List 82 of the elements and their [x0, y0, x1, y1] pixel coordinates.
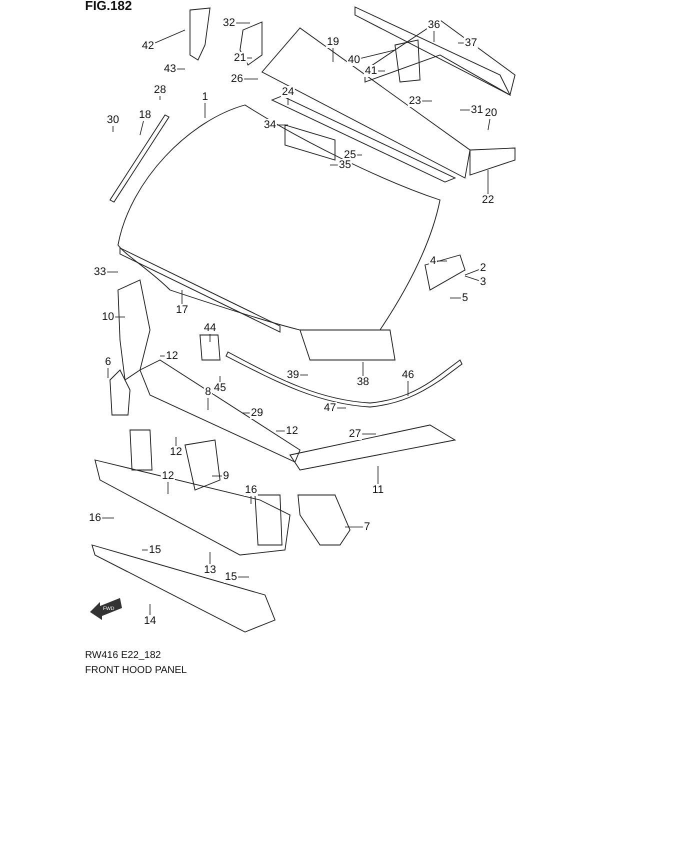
callout-number: 23: [408, 95, 422, 107]
leader-line: [276, 430, 286, 432]
leader-line: [356, 154, 362, 156]
callout-number: 1: [200, 91, 210, 103]
leader-line: [458, 42, 464, 44]
callout-number: 14: [142, 615, 158, 627]
leader-line: [244, 78, 258, 80]
callout-number: 22: [480, 194, 496, 206]
callout-number: 36: [426, 19, 442, 31]
callout-number: 13: [202, 564, 218, 576]
callout-number: 6: [104, 356, 112, 368]
leader-line: [112, 126, 114, 132]
callout-number: 33: [92, 266, 108, 278]
callout-number: 28: [152, 84, 168, 96]
leader-line: [242, 412, 250, 414]
callout-number: 15: [148, 544, 162, 556]
callout-number: 21: [232, 52, 248, 64]
leader-line: [276, 124, 288, 126]
leader-line: [344, 526, 364, 528]
leader-line: [250, 496, 252, 504]
leader-line: [114, 316, 126, 318]
leader-line: [378, 70, 386, 72]
callout-number: 16: [88, 512, 102, 524]
callout-number: 31: [470, 104, 484, 116]
callout-number: 7: [362, 521, 372, 533]
leader-line: [330, 164, 338, 166]
leader-line: [422, 100, 432, 102]
callout-number: 19: [326, 36, 340, 48]
leader-line: [154, 30, 186, 44]
callout-number: 34: [262, 119, 278, 131]
leader-line: [464, 269, 480, 276]
callout-number: 12: [168, 446, 184, 458]
leader-line: [360, 50, 396, 59]
callout-number: 38: [356, 376, 370, 388]
callout-number: 26: [230, 73, 244, 85]
callout-number: 2: [478, 262, 488, 274]
leader-line: [300, 374, 308, 376]
leader-line: [488, 118, 490, 130]
callout-number: 30: [106, 114, 120, 126]
callout-number: 46: [400, 369, 416, 381]
callout-number: 24: [280, 86, 296, 98]
callout-number: 39: [286, 369, 300, 381]
leader-line: [436, 260, 448, 262]
callout-number: 47: [322, 402, 338, 414]
callout-number: 17: [174, 304, 190, 316]
callout-number: 9: [222, 470, 230, 482]
leader-line: [362, 362, 364, 376]
callout-number: 35: [338, 159, 352, 171]
callout-number: 27: [348, 428, 362, 440]
leader-line: [176, 68, 186, 70]
callout-number: 20: [484, 107, 498, 119]
callout-number: 12: [284, 425, 300, 437]
callout-number: 10: [100, 311, 116, 323]
leader-line: [464, 276, 480, 282]
callout-number: 3: [478, 276, 488, 288]
callout-number: 16: [244, 484, 258, 496]
callout-number: 4: [428, 255, 438, 267]
callout-number: 45: [212, 382, 228, 394]
callout-number: 5: [460, 292, 470, 304]
callout-number: 42: [140, 40, 156, 52]
callout-number: 44: [202, 322, 218, 334]
callout-number: 12: [164, 350, 180, 362]
callout-number: 18: [138, 109, 152, 121]
callout-number: 32: [222, 17, 236, 29]
leader-line: [236, 22, 250, 24]
callout-number: 41: [364, 65, 378, 77]
callout-number: 29: [250, 407, 264, 419]
callout-number: 8: [204, 386, 212, 398]
figure-title: FIG.182: [85, 0, 132, 13]
callout-number: 11: [371, 484, 385, 496]
drawing-number: RW416 E22_182: [85, 650, 161, 661]
callout-number: 25: [342, 149, 358, 161]
leader-line: [332, 48, 334, 62]
callout-number: 40: [346, 54, 362, 66]
callout-number: 12: [160, 470, 176, 482]
figure-caption: FRONT HOOD PANEL: [85, 665, 187, 676]
callout-number: 15: [224, 571, 238, 583]
leader-line: [204, 102, 206, 118]
callout-number: 43: [162, 63, 178, 75]
callout-number: 37: [464, 37, 478, 49]
leader-line: [238, 576, 250, 578]
leader-line: [140, 120, 144, 136]
